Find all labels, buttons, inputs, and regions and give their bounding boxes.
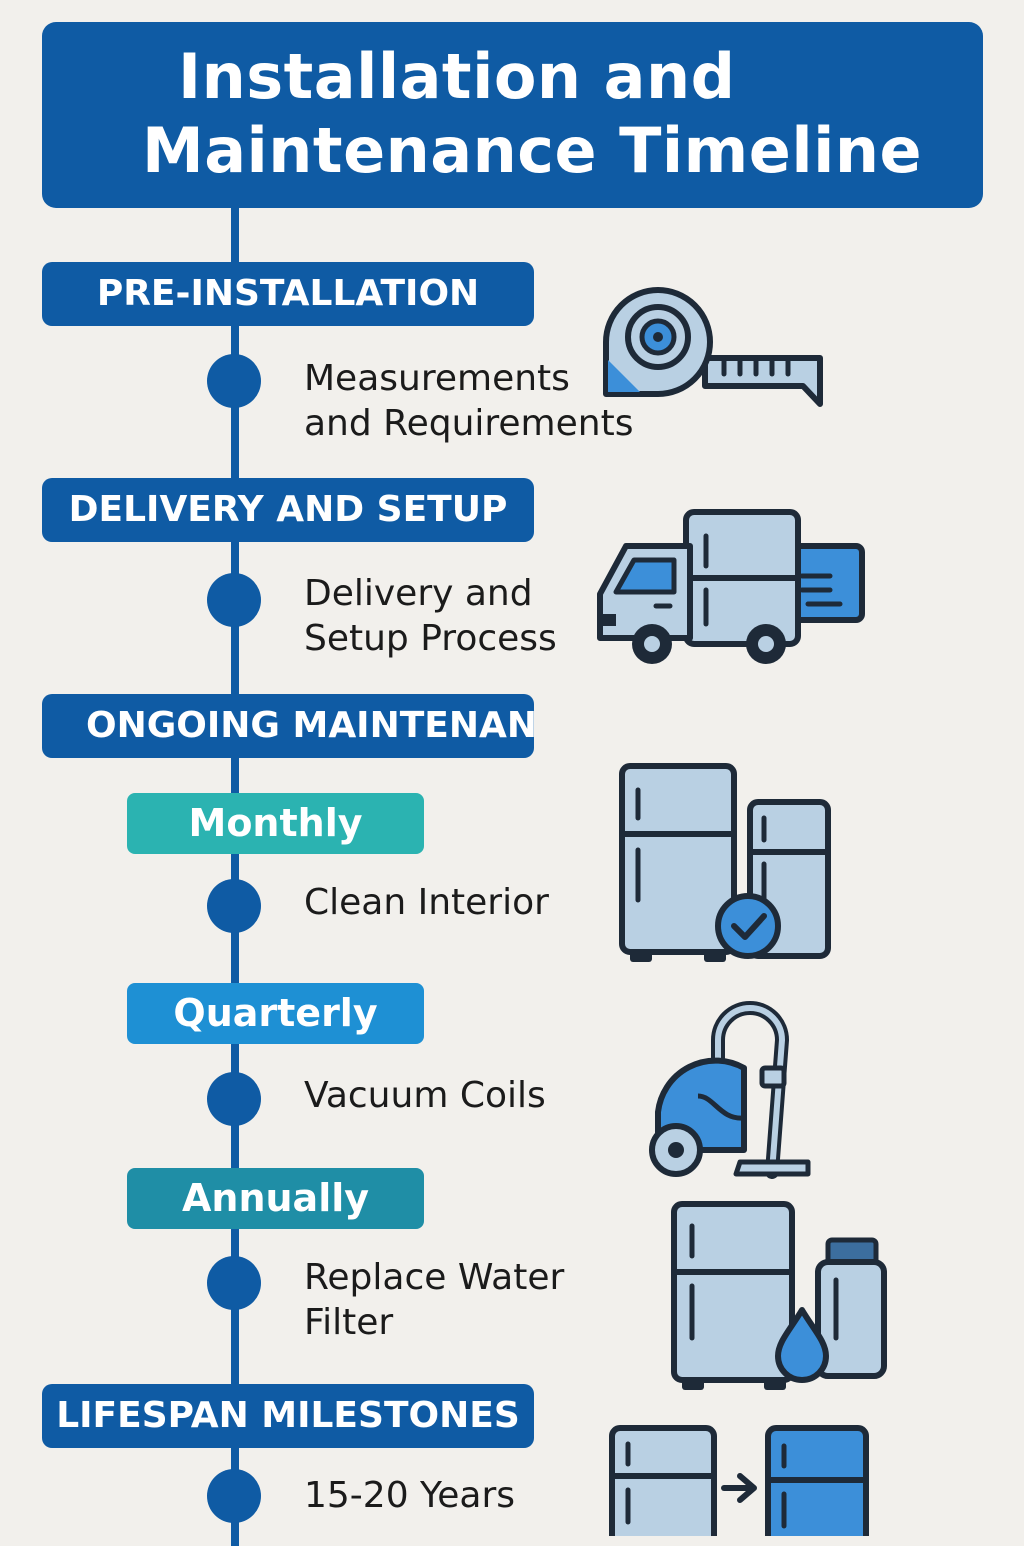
timeline-dot	[207, 879, 261, 933]
frequency-quarterly: Quarterly	[127, 983, 424, 1044]
step-measurements: Measurements and Requirements	[304, 356, 633, 446]
timeline-dot	[207, 354, 261, 408]
step-line: Filter	[304, 1302, 394, 1343]
step-line: Replace Water	[304, 1257, 565, 1298]
frequency-monthly: Monthly	[127, 793, 424, 854]
tape-measure-icon	[603, 287, 823, 407]
timeline-dot	[207, 1256, 261, 1310]
timeline-dot	[207, 573, 261, 627]
frequency-annually: Annually	[127, 1168, 424, 1229]
refrigerator-check-icon	[619, 763, 831, 962]
step-vacuum-coils: Vacuum Coils	[304, 1075, 546, 1116]
section-ongoing-maintenance: ONGOING MAINTENANCE	[42, 694, 534, 758]
step-delivery: Delivery and Setup Process	[304, 571, 557, 661]
step-replace-water-filter: Replace Water Filter	[304, 1255, 564, 1345]
timeline-line	[231, 206, 239, 1546]
step-line: Delivery and	[304, 573, 533, 614]
step-lifespan-years: 15-20 Years	[304, 1475, 516, 1516]
step-line: Setup Process	[304, 618, 557, 659]
vacuum-cleaner-icon	[649, 1001, 811, 1179]
section-lifespan-milestones: LIFESPAN MILESTONES	[42, 1384, 534, 1448]
section-pre-installation: PRE-INSTALLATION	[42, 262, 534, 326]
step-clean-interior: Clean Interior	[304, 882, 549, 923]
title-banner: Installation and Maintenance Timeline	[42, 22, 983, 208]
step-line: and Requirements	[304, 403, 634, 444]
timeline-dot	[207, 1469, 261, 1523]
step-line: Measurements	[304, 358, 570, 399]
title-line-1: Installation and	[178, 40, 736, 113]
section-delivery-and-setup: DELIVERY AND SETUP	[42, 478, 534, 542]
title-line-2: Maintenance Timeline	[142, 114, 923, 187]
refrigerator-replace-icon	[609, 1425, 869, 1536]
delivery-truck-icon	[597, 509, 865, 664]
water-filter-icon	[671, 1201, 887, 1390]
timeline-dot	[207, 1072, 261, 1126]
